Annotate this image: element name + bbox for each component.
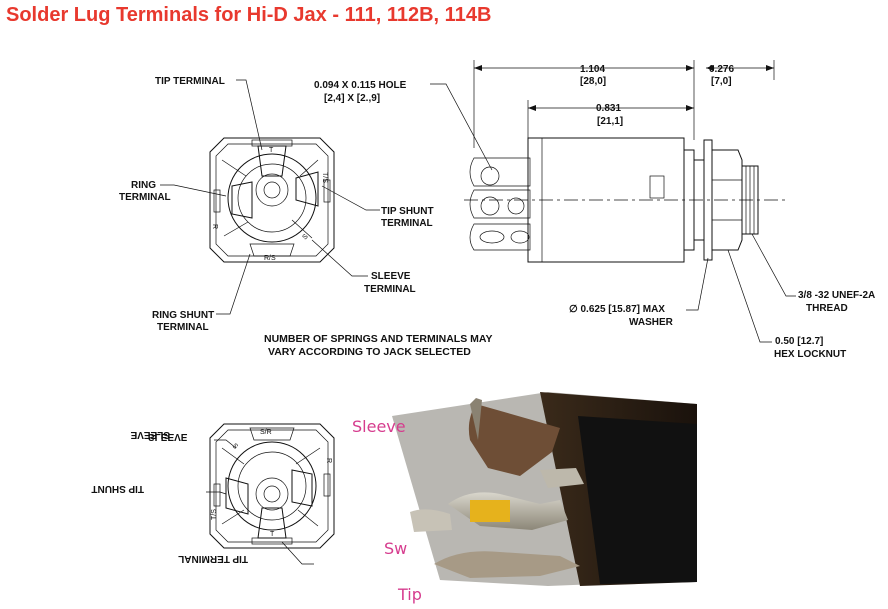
dim-thread: 0.276 [709, 64, 734, 75]
rear-mark-r: R [325, 458, 332, 463]
front-mark-rs: R/S [264, 255, 276, 262]
label-hole-1: 0.094 X 0.115 HOLE [314, 80, 407, 91]
label-washer-2: WASHER [629, 317, 674, 328]
label-hex-1: 0.50 [12.7] [775, 336, 823, 347]
label-ring-terminal-1: RING [131, 180, 156, 191]
note-line-1: NUMBER OF SPRINGS AND TERMINALS MAY [264, 333, 492, 345]
label-sleeve-2: TERMINAL [364, 284, 416, 295]
photo-label-sleeve: Sleeve [352, 417, 406, 436]
front-mark-ts: T/S [321, 172, 328, 183]
front-mark-t: T [269, 147, 274, 154]
rear-label-tip-shunt: TIP SHUNT [91, 483, 144, 494]
rear-label-tip-terminal: TIP TERMINAL [178, 553, 248, 564]
label-hole-2: [2,4] X [2.,9] [324, 93, 380, 104]
side-view-drawing [464, 137, 786, 263]
dim-total-mm: [28,0] [580, 76, 606, 87]
note-line-2: VARY ACCORDING TO JACK SELECTED [268, 346, 471, 358]
rear-label-sleeve: SLEEVE [148, 431, 188, 442]
label-hex-2: HEX LOCKNUT [774, 349, 846, 360]
rear-view-drawing: S/R S R T/S T [209, 423, 335, 549]
page-title: Solder Lug Terminals for Hi-D Jax - 111,… [6, 4, 492, 26]
dim-body-mm: [21,1] [597, 116, 623, 127]
photo-label-tip: Tip [397, 585, 422, 604]
label-tip-shunt-1: TIP SHUNT [381, 206, 434, 217]
label-thread-1: 3/8 -32 UNEF-2A [798, 290, 875, 301]
dim-body: 0.831 [596, 103, 621, 114]
dim-total: 1.104 [580, 64, 605, 75]
label-ring-terminal-2: TERMINAL [119, 192, 171, 203]
label-thread-2: THREAD [806, 303, 848, 314]
label-ring-shunt-2: TERMINAL [157, 322, 209, 333]
dim-thread-mm: [7,0] [711, 76, 732, 87]
label-ring-shunt-1: RING SHUNT [152, 310, 214, 321]
front-view-drawing: T/S R/S S R T [209, 137, 335, 263]
rear-mark-ts: T/S [211, 509, 218, 520]
rear-mark-sr: S/R [260, 429, 272, 436]
label-sleeve-1: SLEEVE [371, 271, 411, 282]
rear-mark-t: T [270, 531, 275, 538]
jack-photo [392, 392, 697, 586]
photo-label-sw: Sw [384, 539, 407, 558]
label-tip-shunt-2: TERMINAL [381, 218, 433, 229]
rear-label-sleeve-flipped: SLEEVE [130, 429, 170, 440]
label-washer-1: ∅ 0.625 [15.87] MAX [569, 304, 665, 315]
front-mark-r: R [211, 224, 218, 229]
label-tip-terminal: TIP TERMINAL [155, 76, 225, 87]
front-mark-s: S [301, 233, 309, 241]
